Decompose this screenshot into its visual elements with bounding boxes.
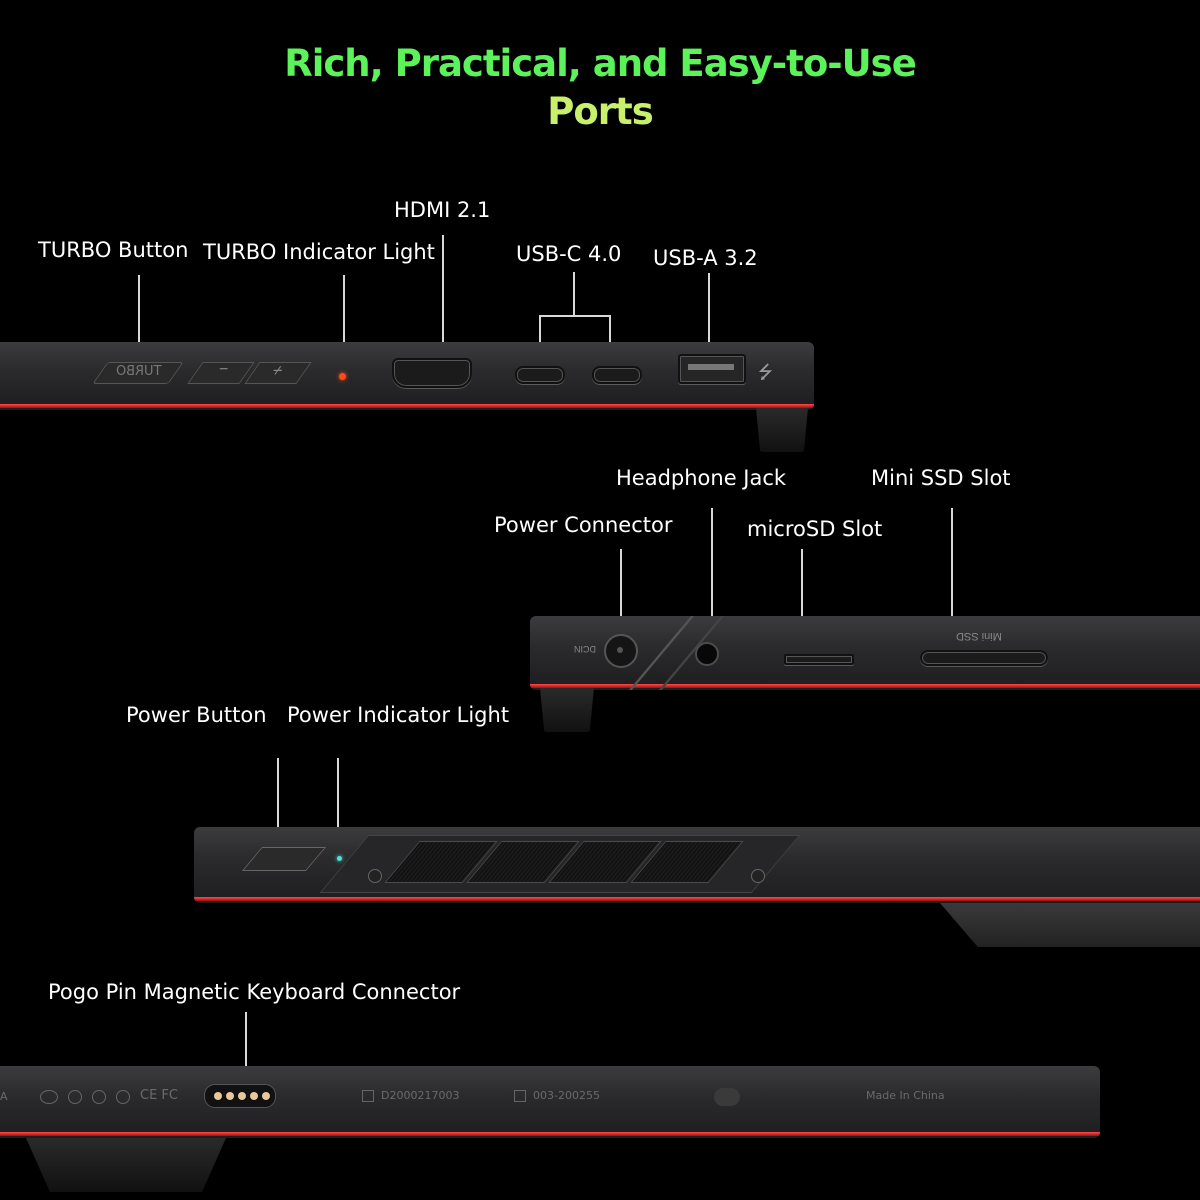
recycle-icon [92, 1090, 106, 1104]
leader-power-indicator [337, 758, 339, 828]
label-microsd-slot: microSD Slot [747, 517, 883, 541]
kickstand-foot-3 [26, 1138, 226, 1192]
hdmi-port[interactable] [392, 358, 472, 388]
label-power-button: Power Button [126, 703, 267, 727]
microsd-slot[interactable] [784, 654, 854, 665]
leader-mini-ssd-slot [951, 508, 953, 617]
sn-label: D2000217003 [381, 1089, 460, 1102]
usb-a-port[interactable] [678, 354, 746, 384]
made-in-label: Made In China [866, 1089, 945, 1102]
power-connector-port[interactable] [604, 634, 638, 668]
leader-headphone-jack [711, 508, 713, 617]
screw-icon [368, 869, 382, 883]
label-power-indicator: Power Indicator Light [287, 703, 510, 727]
label-mini-ssd-slot: Mini SSD Slot [871, 466, 1011, 490]
headphone-jack-port[interactable] [695, 642, 719, 666]
label-box-icon [362, 1090, 374, 1102]
dcin-text: DCIN [574, 644, 596, 654]
leader-turbo-button [138, 275, 140, 343]
label-turbo-indicator: TURBO Indicator Light [203, 240, 435, 264]
plus-icon: + [266, 361, 290, 380]
leader-pogo-connector [245, 1012, 247, 1080]
screw-icon [751, 869, 765, 883]
usb-c-port-1[interactable] [515, 366, 565, 384]
leader-power-connector [620, 549, 622, 617]
device-side-edge: DCIN Mini SSD [530, 616, 1200, 690]
mini-ssd-engraving: Mini SSD [956, 630, 1002, 642]
cert-icon [116, 1090, 130, 1104]
cert-marks: CE FC [140, 1088, 178, 1103]
model-label: 003-200255 [533, 1089, 600, 1102]
kickstand-foot-2 [540, 688, 594, 732]
power-indicator-light [337, 856, 342, 861]
leader-microsd-slot [801, 549, 803, 617]
leader-usb-a [708, 273, 710, 343]
kickstand-hinge [940, 903, 1200, 947]
label-turbo-button: TURBO Button [38, 238, 189, 262]
sensor-oval [714, 1088, 740, 1106]
leader-turbo-indicator [343, 275, 345, 343]
leader-usb-c [573, 272, 575, 316]
page-title-line-2: Ports [547, 90, 654, 133]
usb-icon: ⭍ [758, 362, 773, 383]
label-headphone-jack: Headphone Jack [616, 466, 787, 490]
page-title-line-1: Rich, Practical, and Easy-to-Use [284, 42, 917, 85]
bracket-usb-c [539, 315, 611, 343]
cert-icon [40, 1090, 58, 1104]
label-power-connector: Power Connector [494, 513, 673, 537]
turbo-button[interactable]: TURBO [92, 362, 184, 384]
turbo-indicator-light [339, 373, 346, 380]
pogo-pin-connector[interactable] [204, 1084, 276, 1108]
label-hdmi: HDMI 2.1 [394, 198, 491, 222]
minus-icon: − [212, 361, 234, 378]
kickstand-foot-1 [756, 408, 808, 452]
device-top-edge: TURBO − + ⭍ [0, 342, 814, 410]
label-box-icon [514, 1090, 526, 1102]
device-bottom-edge: A CE FC D2000217003 003-200255 Made In C… [0, 1066, 1100, 1138]
cert-icon [68, 1090, 82, 1104]
usb-c-port-2[interactable] [592, 366, 642, 384]
edge-letter: A [0, 1090, 8, 1103]
label-usb-c: USB-C 4.0 [516, 242, 622, 266]
label-pogo-connector: Pogo Pin Magnetic Keyboard Connector [48, 980, 461, 1004]
mini-ssd-slot[interactable] [920, 650, 1048, 666]
leader-power-button [277, 758, 279, 828]
label-usb-a: USB-A 3.2 [653, 246, 758, 270]
turbo-key-text: TURBO [116, 364, 162, 379]
device-vent-edge [194, 827, 1200, 903]
leader-hdmi [442, 235, 444, 343]
